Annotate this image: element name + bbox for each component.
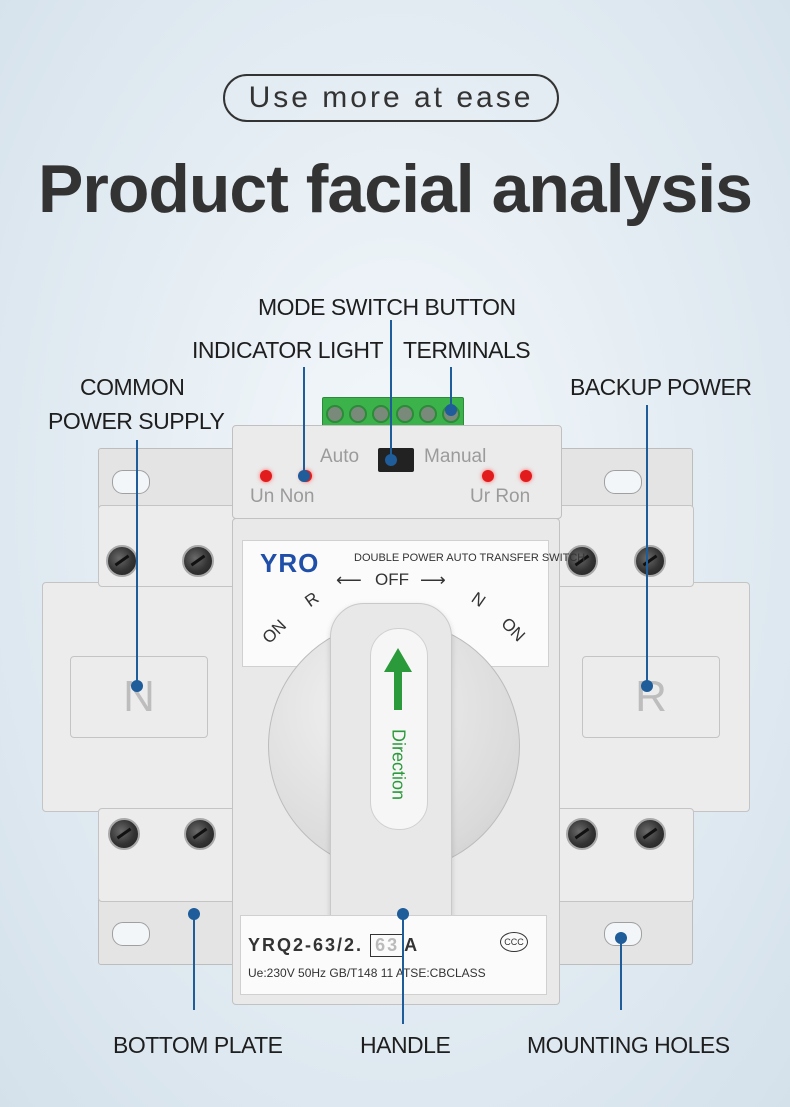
leader-dot-backup-power <box>641 680 653 692</box>
callout-handle: HANDLE <box>360 1032 451 1058</box>
rating-card <box>240 915 547 995</box>
mode-auto-label: Auto <box>320 446 360 467</box>
led-right-labels: Ur Ron <box>470 486 531 507</box>
callout-backup-power: BACKUP POWER <box>570 374 752 400</box>
leader-bottom-plate <box>193 914 195 1010</box>
dial-off-label: OFF <box>375 570 409 589</box>
callout-indicator-light: INDICATOR LIGHT <box>192 337 384 363</box>
screw-icon <box>566 818 598 850</box>
leader-mounting-holes <box>620 938 622 1010</box>
right-module-letter: R <box>635 672 667 721</box>
screw-icon <box>634 818 666 850</box>
mode-manual-label: Manual <box>424 446 487 467</box>
screw-icon <box>108 818 140 850</box>
callout-terminals: TERMINALS <box>403 337 531 363</box>
leader-dot-mode-switch <box>385 454 397 466</box>
screw-icon <box>184 818 216 850</box>
callout-bottom-plate: BOTTOM PLATE <box>113 1032 283 1058</box>
left-module-label-plate: N <box>70 656 208 738</box>
callout-common-power-line1: COMMON <box>80 374 185 400</box>
screw-icon <box>182 545 214 577</box>
page-title: Product facial analysis <box>38 151 753 227</box>
led-left-labels: Un Non <box>250 486 315 507</box>
leader-indicator-light <box>303 367 305 475</box>
led-ron <box>520 470 532 482</box>
mounting-hole-top-left <box>112 470 150 494</box>
screw-icon <box>566 545 598 577</box>
screw-icon <box>634 545 666 577</box>
arrow-left-icon: ⟵ <box>336 570 362 590</box>
screw-icon <box>106 545 138 577</box>
leader-dot-mounting-holes <box>615 932 627 944</box>
leader-dot-terminals <box>445 404 457 416</box>
mounting-hole-bottom-left <box>112 922 150 946</box>
product-name: DOUBLE POWER AUTO TRANSFER SWITCH <box>354 552 586 564</box>
arrow-right-icon: ⟶ <box>420 570 446 590</box>
direction-arrow-icon <box>384 648 412 672</box>
callout-mounting-holes: MOUNTING HOLES <box>527 1032 730 1058</box>
brand-logo: YRO <box>260 548 320 578</box>
spec-text: Ue:230V 50Hz GB/T148 11 ATSE:CBCLASS <box>248 966 486 980</box>
callout-common-power-line2: POWER SUPPLY <box>48 408 225 434</box>
direction-arrow-shaft <box>394 670 402 710</box>
leader-dot-handle <box>397 908 409 920</box>
leader-common-power <box>136 440 138 686</box>
callout-mode-switch: MODE SWITCH BUTTON <box>258 294 516 320</box>
tagline-badge: Use more at ease <box>223 74 559 122</box>
leader-dot-bottom-plate <box>188 908 200 920</box>
leader-terminals <box>450 367 452 409</box>
led-ur <box>482 470 494 482</box>
indicator-panel <box>232 425 562 519</box>
leader-dot-indicator-light <box>298 470 310 482</box>
led-un <box>260 470 272 482</box>
leader-backup-power <box>646 405 648 685</box>
model-current-box: 63 <box>370 934 405 957</box>
mounting-hole-top-right <box>604 470 642 494</box>
ccc-cert-icon: CCC <box>500 932 528 952</box>
leader-dot-common-power <box>131 680 143 692</box>
leader-handle <box>402 914 404 1024</box>
handle-direction-text: Direction <box>388 728 409 801</box>
leader-mode-switch <box>390 320 392 460</box>
tagline-text: Use more at ease <box>248 81 534 114</box>
right-module-label-plate: R <box>582 656 720 738</box>
